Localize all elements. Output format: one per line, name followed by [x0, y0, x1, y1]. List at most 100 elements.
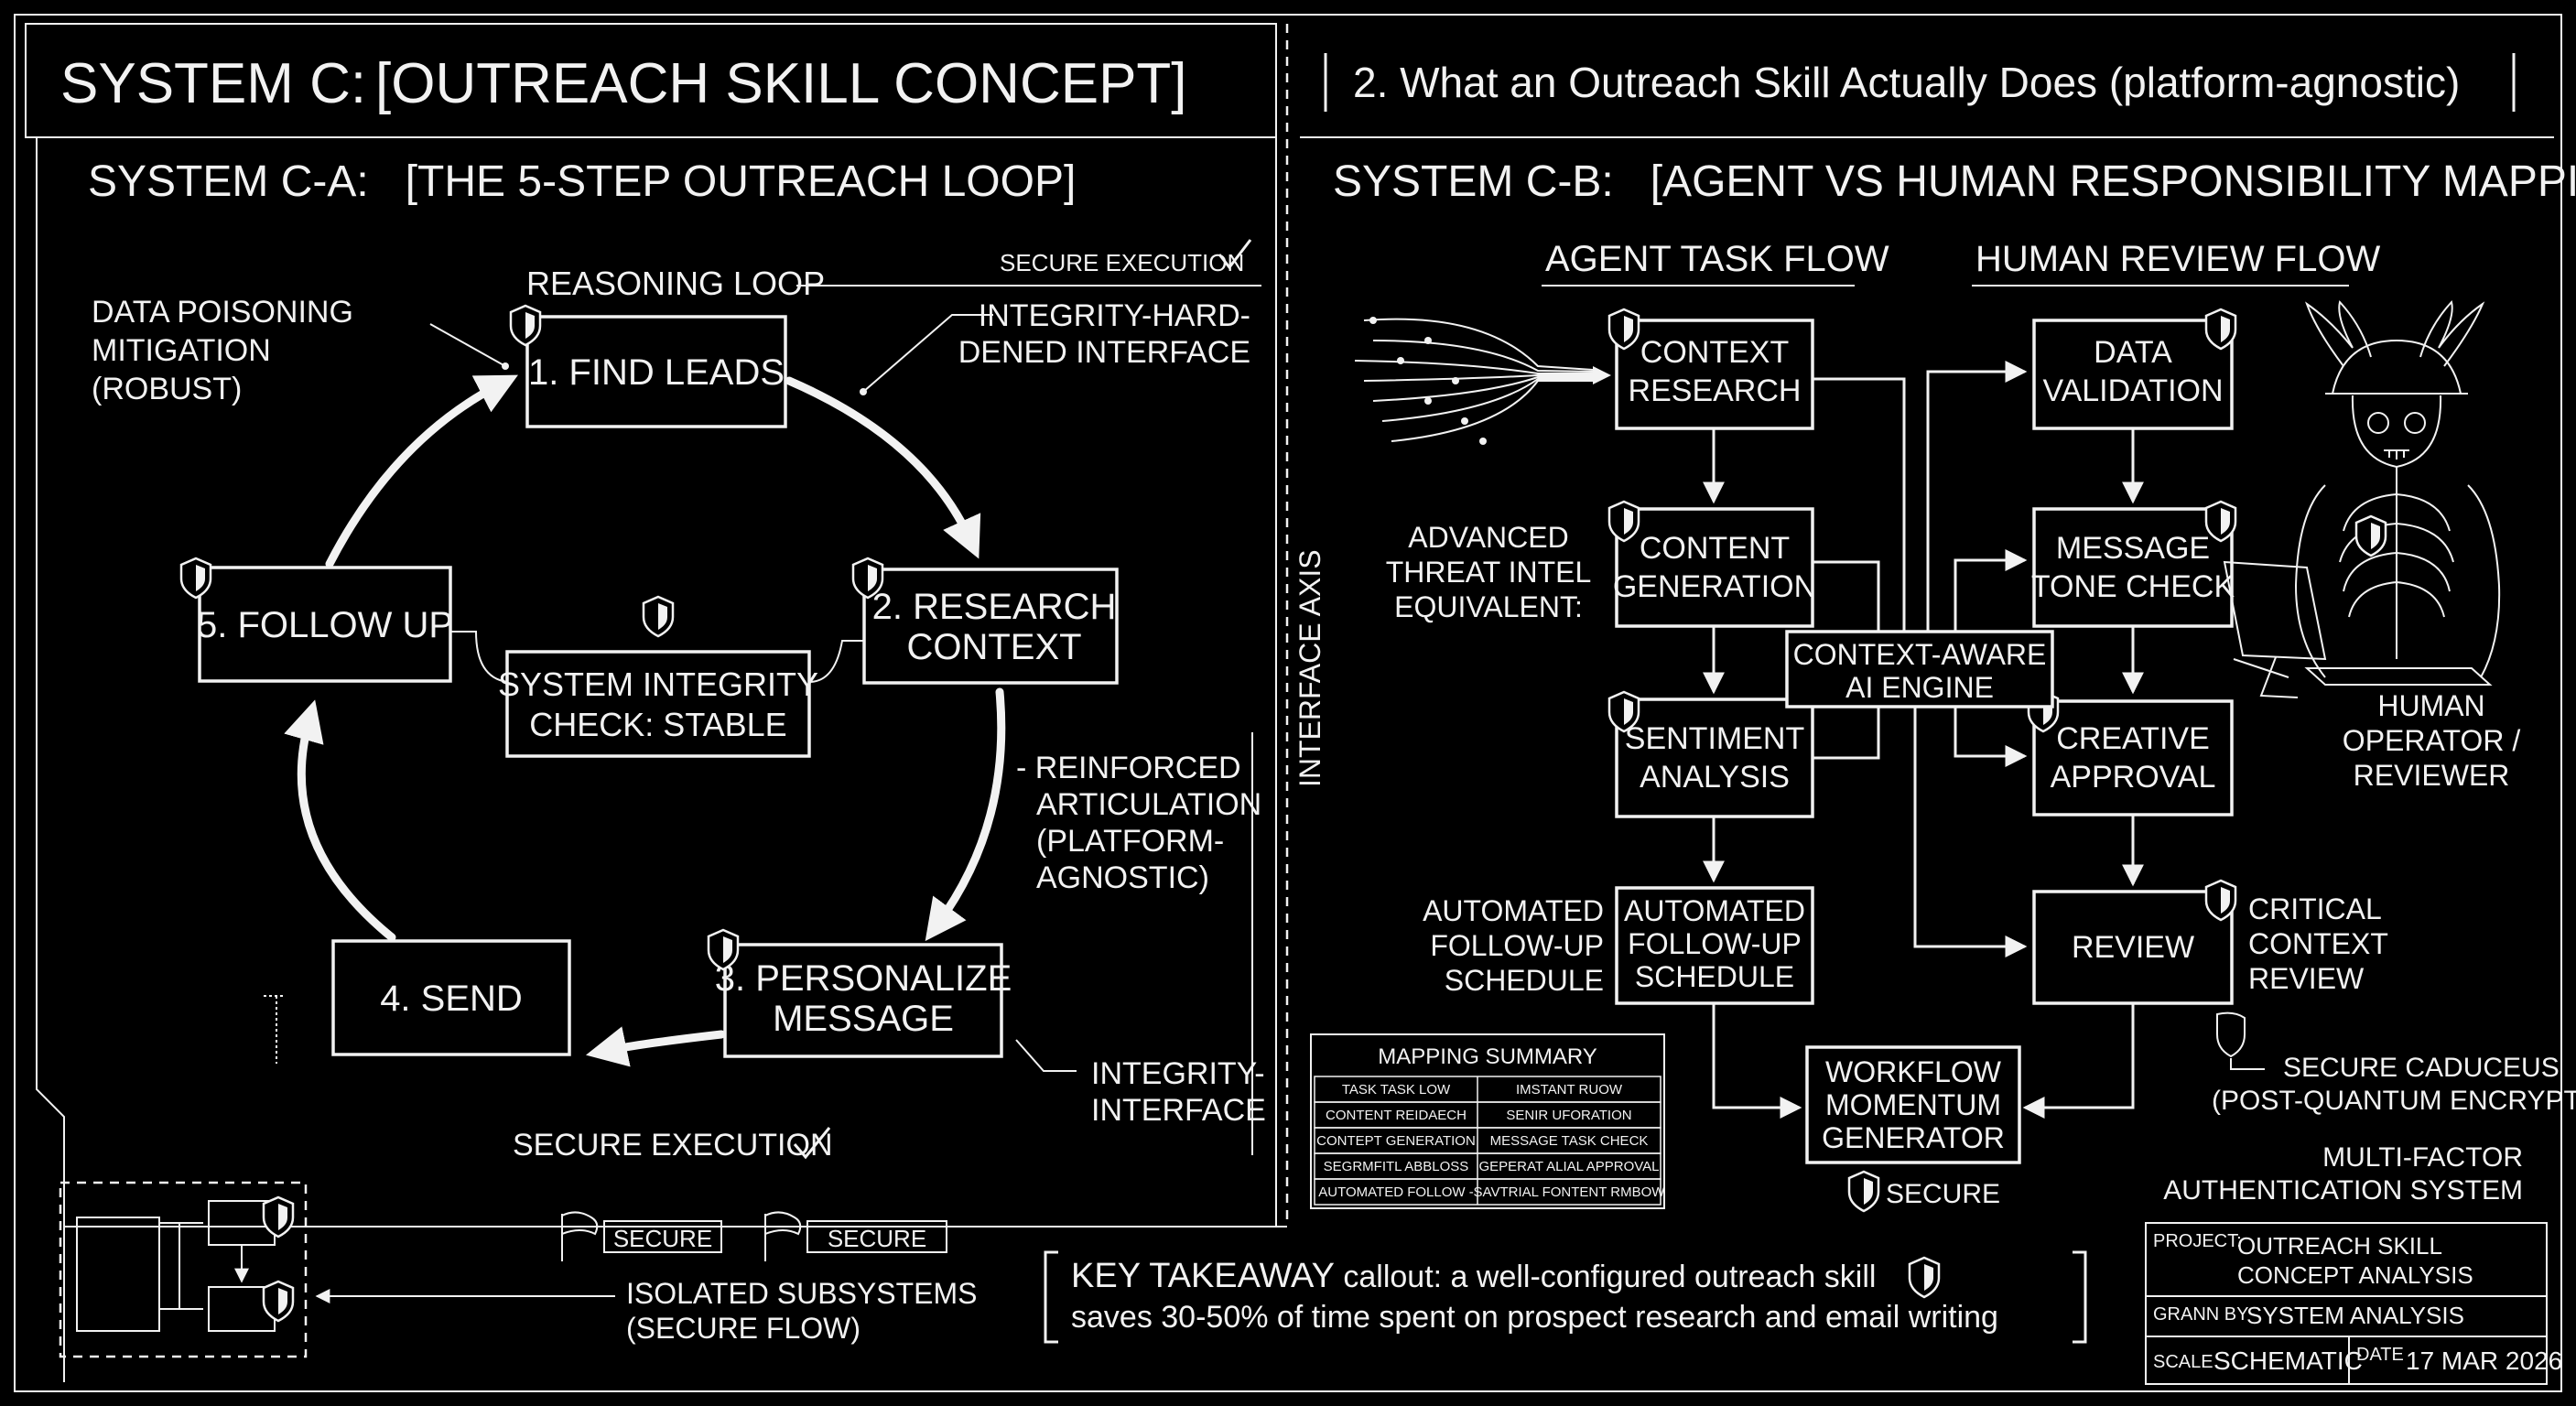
mapping-section-title: SYSTEM C-B: [AGENT VS HUMAN RESPONSIBILI… — [1333, 157, 2576, 206]
check-icon — [793, 1127, 831, 1160]
shield-icon — [1607, 500, 1640, 543]
generator-secure-label: SECURE — [1886, 1179, 2000, 1209]
table-cell: SEGRMFITL ABBLOSS — [1324, 1159, 1469, 1174]
takeaway-lead: KEY TAKEAWAY — [1071, 1257, 1335, 1295]
annotation-integrity-interface: INTEGRITY-INTERFACE — [1015, 1039, 1266, 1128]
mapping-connections — [1703, 361, 2144, 1119]
isolated-subsystems-label: ISOLATED SUBSYSTEMS(SECURE FLOW) — [626, 1277, 978, 1345]
shield-icon — [1847, 1170, 1880, 1213]
shield-icon — [1908, 1256, 1941, 1299]
shield-icon — [851, 557, 884, 600]
flag-icon — [764, 1211, 802, 1261]
takeaway-line1: callout: a well-configured outreach skil… — [1335, 1260, 1877, 1294]
isolated-subsystems-diagram — [59, 1181, 615, 1358]
data-stream-icon — [1354, 317, 1611, 445]
shield-icon — [262, 1280, 295, 1323]
secure-execution-top-label: SECURE EXECUTION — [1000, 249, 1244, 276]
reasoning-loop-label: REASONING LOOP — [526, 265, 825, 302]
shield-icon — [642, 595, 675, 638]
annotation-integrity-hardened: INTEGRITY-HARD-DENED INTERFACE — [860, 298, 1250, 395]
svg-text:KEY TAKEAWAY callout: a well-c: KEY TAKEAWAY callout: a well-configured … — [1071, 1257, 1876, 1295]
table-cell: AUTOMATED FOLLOW - — [1318, 1184, 1473, 1200]
human-box-review: REVIEW — [2032, 879, 2237, 1005]
header-title-left: SYSTEM C: — [60, 52, 366, 115]
shield-icon — [2204, 308, 2237, 351]
secure-badges: SECURE SECURE — [561, 1211, 947, 1261]
shield-icon — [179, 557, 212, 600]
svg-text:SECURE: SECURE — [828, 1225, 926, 1252]
loop-arrows — [284, 374, 1006, 1067]
svg-text:INTEGRITY-HARD-DENED INTERFACE: INTEGRITY-HARD-DENED INTERFACE — [958, 298, 1250, 370]
shield-icon — [262, 1195, 295, 1238]
table-cell: SAVTRIAL FONTENT RMBOW — [1474, 1184, 1666, 1200]
table-row — [1314, 1178, 1661, 1206]
svg-text:4. SEND: 4. SEND — [380, 979, 523, 1019]
agent-flow-title: AGENT TASK FLOW — [1545, 239, 1889, 279]
svg-text:SECURE: SECURE — [613, 1225, 712, 1252]
table-cell: CONTENT REIDAECH — [1326, 1108, 1467, 1123]
key-takeaway-callout: KEY TAKEAWAY callout: a well-configured … — [1044, 1250, 2087, 1344]
table-cell: TASK TASK LOW — [1342, 1082, 1451, 1098]
human-flow-title: HUMAN REVIEW FLOW — [1975, 239, 2380, 279]
svg-text:PROJECT:: PROJECT: — [2153, 1231, 2242, 1251]
svg-text:GRANN BY: GRANN BY — [2153, 1304, 2248, 1325]
shield-icon — [2216, 1011, 2246, 1058]
table-cell: MESSAGE TASK CHECK — [1490, 1133, 1649, 1149]
step-send: 4. SEND — [331, 939, 571, 1056]
step-find-leads: 1. FIND LEADS — [509, 304, 787, 428]
human-operator-illustration — [2223, 299, 2501, 698]
svg-text:SECURE CADUCEUS(POST-QUANTUM E: SECURE CADUCEUS(POST-QUANTUM ENCRYPTION) — [2212, 1053, 2576, 1116]
interface-axis-label: INTERFACE AXIS — [1293, 549, 1326, 787]
shield-icon — [509, 304, 542, 347]
svg-text:1. FIND LEADS: 1. FIND LEADS — [528, 352, 785, 393]
secure-caduceus: SECURE CADUCEUS(POST-QUANTUM ENCRYPTION) — [2212, 1011, 2576, 1116]
shield-icon — [707, 928, 740, 971]
svg-text:MAPPING SUMMARY: MAPPING SUMMARY — [1378, 1044, 1597, 1069]
step-follow-up: 5. FOLLOW UP — [179, 557, 453, 683]
shield-icon — [1607, 308, 1640, 351]
flag-icon — [561, 1211, 599, 1261]
loop-section-title: SYSTEM C-A: [THE 5-STEP OUTREACH LOOP] — [88, 157, 1076, 206]
svg-text:17 MAR 2026: 17 MAR 2026 — [2406, 1347, 2562, 1375]
svg-text:REVIEW: REVIEW — [2072, 930, 2194, 965]
header-title-right: [OUTREACH SKILL CONCEPT] — [375, 52, 1187, 115]
header-subtitle: 2. What an Outreach Skill Actually Does … — [1353, 59, 2460, 106]
svg-text:SCHEMATIC: SCHEMATIC — [2213, 1347, 2363, 1375]
table-cell: IMSTANT RUOW — [1516, 1082, 1623, 1098]
table-cell: GEPERAT ALIAL APPROVAL — [1478, 1159, 1659, 1174]
takeaway-line2: saves 30-50% of time spent on prospect r… — [1071, 1300, 1998, 1335]
table-cell: SENIR UFORATION — [1506, 1108, 1631, 1123]
mapping-summary-table: MAPPING SUMMARY TASK TASK LOW IMSTANT RUO… — [1310, 1033, 1666, 1209]
svg-text:5. FOLLOW UP: 5. FOLLOW UP — [197, 605, 453, 645]
secure-execution-bottom-label: SECURE EXECUTION — [513, 1128, 833, 1163]
